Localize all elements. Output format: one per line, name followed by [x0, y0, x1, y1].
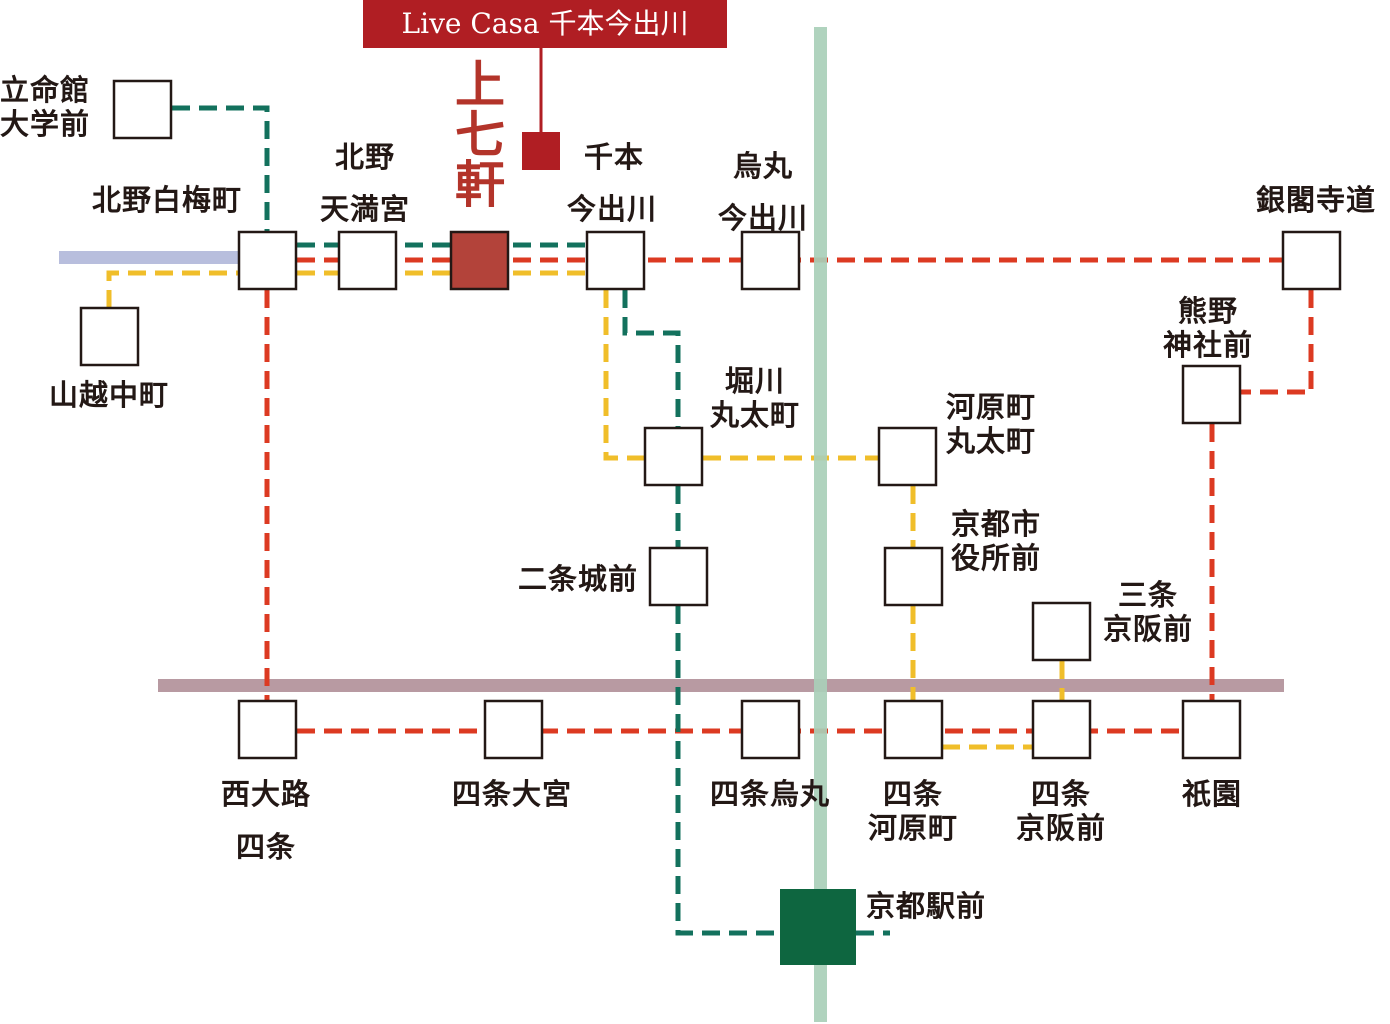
- station-kumano: [1181, 364, 1242, 425]
- property-marker: [522, 132, 560, 170]
- label-yamagoe: 山越中町: [48, 378, 170, 412]
- label-shijo-kawaramachi: 四条河原町: [867, 777, 959, 845]
- station-kawaramachi-marutamachi: [877, 426, 938, 487]
- label-shiyakusho: 京都市役所前: [950, 507, 1042, 575]
- label-kawaramachi-marutamachi: 河原町丸太町: [945, 390, 1037, 458]
- label-gion: 祇園: [1181, 777, 1243, 811]
- station-shijo-keihan: [1031, 699, 1092, 760]
- label-nijojo: 二条城前: [517, 562, 638, 596]
- randen-line: [59, 251, 239, 264]
- station-yamagoe: [79, 306, 140, 367]
- label-shijo-karasuma: 四条烏丸: [709, 777, 831, 811]
- hankyu-line: [158, 679, 1284, 692]
- label-ginkakuji: 銀閣寺道: [1255, 183, 1377, 217]
- green-bus-route: [172, 105, 890, 936]
- station-shijo-kawaramachi: [883, 699, 944, 760]
- label-kitano-tenmangu: 北野天満宮: [319, 140, 411, 226]
- station-karasuma-imadegawa: [740, 230, 801, 291]
- station-gion: [1181, 699, 1242, 760]
- station-shijo-omiya: [483, 699, 544, 760]
- label-shijo-keihan: 四条京阪前: [1015, 777, 1107, 845]
- label-kumano: 熊野神社前: [1162, 294, 1254, 362]
- label-horikawa: 堀川丸太町: [709, 364, 801, 432]
- label-senbon-imadegawa: 千本今出川: [566, 140, 658, 226]
- station-shijo-karasuma: [740, 699, 801, 760]
- subway-karasuma-line: [814, 27, 827, 1022]
- station-kitano-hakubai: [237, 230, 298, 291]
- label-nishioji: 西大路: [220, 777, 312, 811]
- label-kitano-hakubai: 北野白梅町: [91, 183, 243, 217]
- highlight-station-char: 上: [455, 55, 505, 114]
- label-nishioji-shijo: 四条: [235, 830, 297, 864]
- station-kitano-tenmangu: [337, 230, 398, 291]
- station-nijojo: [648, 546, 709, 607]
- highlight-station-label: 上 七 軒: [452, 60, 508, 210]
- label-karasuma-imadegawa: 烏丸今出川: [717, 149, 809, 235]
- red-bus-route: [264, 257, 1314, 734]
- station-horikawa: [643, 426, 704, 487]
- highlight-station-char: 軒: [455, 155, 505, 214]
- station-kamishichiken: [449, 230, 510, 291]
- station-senbon-imadegawa: [585, 230, 646, 291]
- label-shijo-omiya: 四条大宮: [451, 777, 573, 811]
- label-kyoto-ekimae: 京都駅前: [866, 889, 987, 923]
- yellow-bus-route: [106, 270, 1065, 750]
- station-kyoto-ekimae: [780, 889, 856, 965]
- station-shiyakusho: [883, 546, 944, 607]
- highlight-station-char: 七: [455, 105, 505, 164]
- label-sanjo-keihan: 三条京阪前: [1102, 578, 1194, 646]
- label-ritsumeikan: 立命館大学前: [0, 73, 91, 141]
- station-ginkakuji: [1281, 230, 1342, 291]
- station-nishioji: [237, 699, 298, 760]
- station-sanjo-keihan: [1031, 601, 1092, 662]
- station-ritsumeikan: [112, 79, 173, 140]
- property-name-badge: Live Casa 千本今出川: [363, 0, 727, 48]
